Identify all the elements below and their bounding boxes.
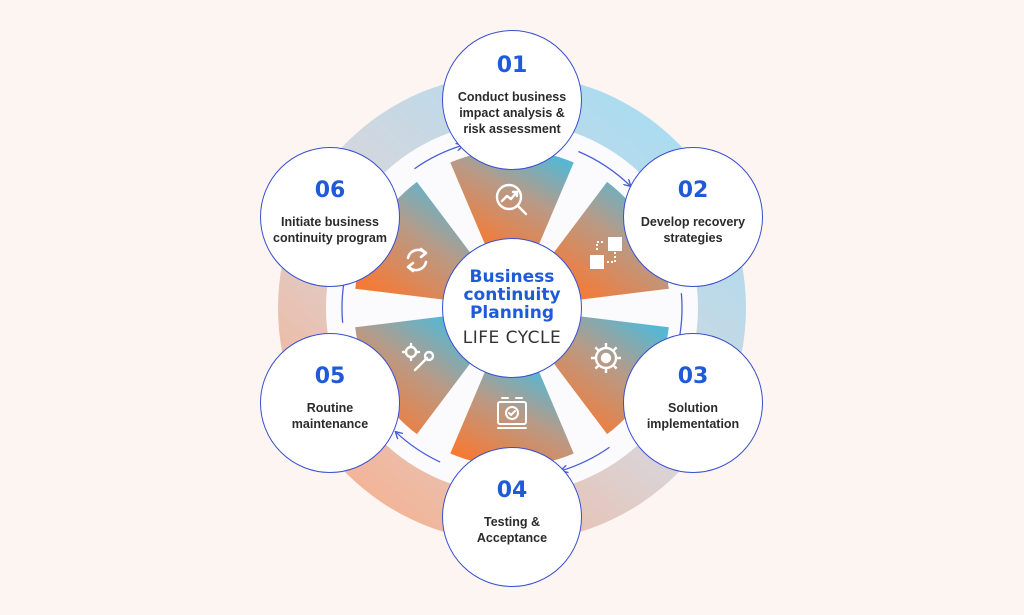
icon-group xyxy=(401,183,622,429)
step-01-circle[interactable]: 01 Conduct business impact analysis & ri… xyxy=(442,30,582,170)
step-04-circle[interactable]: 04 Testing & Acceptance xyxy=(442,447,582,587)
step-label: Develop recovery strategies xyxy=(640,215,746,245)
segment-05 xyxy=(355,316,472,435)
step-number: 02 xyxy=(677,178,709,203)
step-number: 04 xyxy=(496,478,528,503)
step-label: Routine maintenance xyxy=(291,401,369,431)
step-number: 05 xyxy=(314,364,346,389)
flow-arrow-4 xyxy=(396,432,441,463)
magnifier-chart-icon xyxy=(495,183,528,216)
step-label: Solution implementation xyxy=(646,401,740,431)
center-hub: Business continuity Planning LIFE CYCLE xyxy=(442,238,582,378)
flow-arrow-1 xyxy=(578,150,630,186)
segment-03 xyxy=(552,316,669,435)
step-06-circle[interactable]: 06 Initiate business continuity program xyxy=(260,147,400,287)
wrench-gear-icon xyxy=(401,342,435,372)
center-title: Business continuity Planning xyxy=(463,267,561,323)
checklist-gear-icon xyxy=(497,397,527,429)
step-number: 06 xyxy=(314,178,346,203)
gear-bulb-icon xyxy=(591,343,621,373)
step-label: Conduct business impact analysis & risk … xyxy=(457,90,567,136)
step-number: 01 xyxy=(496,53,528,78)
step-label: Initiate business continuity program xyxy=(273,215,387,245)
center-subtitle: LIFE CYCLE xyxy=(462,328,562,348)
puzzle-icon xyxy=(590,237,622,269)
step-05-circle[interactable]: 05 Routine maintenance xyxy=(260,333,400,473)
step-label: Testing & Acceptance xyxy=(476,515,548,545)
refresh-icon xyxy=(406,247,428,273)
step-02-circle[interactable]: 02 Develop recovery strategies xyxy=(623,147,763,287)
segment-06 xyxy=(355,181,472,300)
step-03-circle[interactable]: 03 Solution implementation xyxy=(623,333,763,473)
step-number: 03 xyxy=(677,364,709,389)
